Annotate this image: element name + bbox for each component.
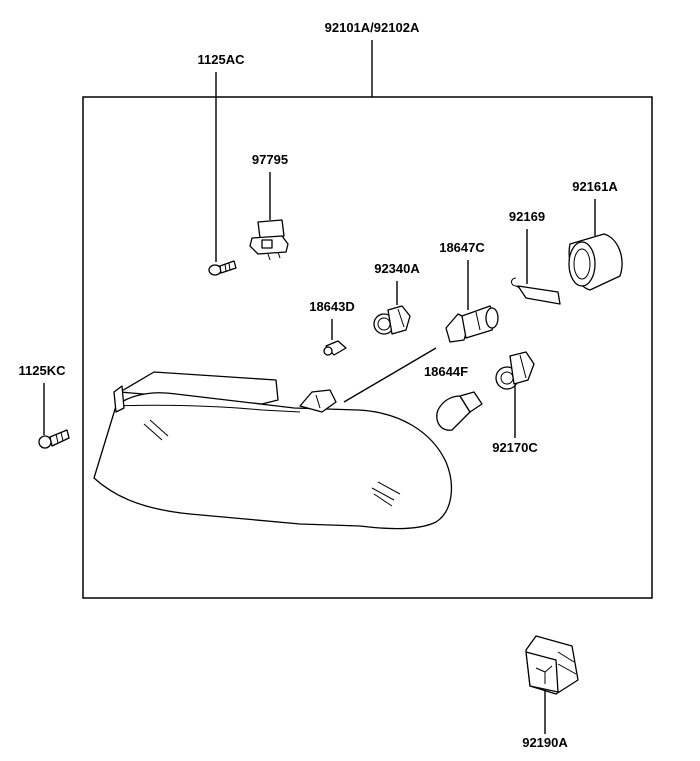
label-screw-side: 1125KC (19, 363, 67, 378)
socket-left-part (373, 305, 411, 335)
connector-part (525, 635, 579, 695)
label-socket-left: 92340A (374, 261, 420, 276)
label-socket-right: 92170C (492, 440, 538, 455)
screw-side-part (38, 429, 70, 449)
bulb-signal-part (436, 391, 483, 431)
headlamp-housing-part (93, 371, 453, 530)
label-assembly: 92101A/92102A (325, 20, 420, 35)
label-bracket: 97795 (252, 152, 288, 167)
label-dust-cap: 92161A (572, 179, 618, 194)
wire-clip-part (511, 277, 561, 305)
label-bulb-small: 18643D (309, 299, 355, 314)
label-wire-clip: 92169 (509, 209, 545, 224)
bulb-small-part (323, 340, 347, 356)
label-screw-top: 1125AC (198, 52, 246, 67)
bracket-part (249, 219, 289, 261)
label-connector: 92190A (522, 735, 568, 750)
label-bulb-main: 18647C (439, 240, 485, 255)
bulb-main-part (445, 305, 499, 343)
bulb-main-install-line (343, 347, 437, 403)
dust-cap-part (568, 233, 623, 291)
socket-right-part (495, 351, 535, 390)
assembly-frame (82, 96, 653, 599)
label-bulb-signal: 18644F (424, 364, 468, 379)
screw-top-part (208, 260, 237, 276)
